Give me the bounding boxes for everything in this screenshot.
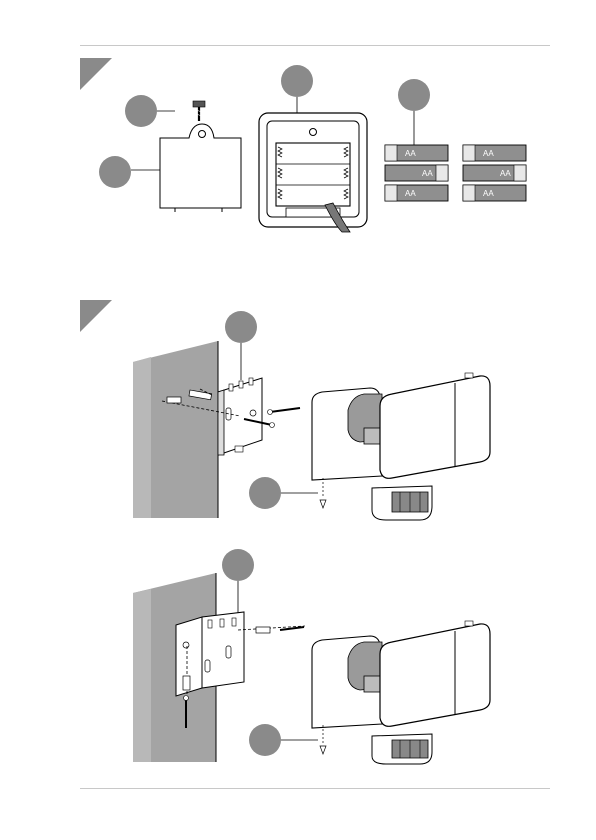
batteries: AA AA AA AA AA (385, 145, 526, 201)
battery-icon: AA (463, 145, 526, 161)
battery-mark: AA (483, 189, 494, 198)
battery-cover (160, 124, 241, 212)
figure-corner-marker (80, 58, 112, 90)
battery-mark: AA (500, 169, 511, 178)
callout-screw (125, 95, 175, 127)
figure-corner-marker (80, 300, 112, 332)
battery-mark: AA (483, 149, 494, 158)
callout-battery-cover (99, 156, 170, 188)
battery-compartment (259, 113, 367, 232)
mounting-bracket (218, 378, 262, 455)
callout-mounting-bracket (225, 311, 257, 380)
battery-icon: AA (385, 145, 448, 161)
battery-icon: AA (385, 165, 448, 181)
floodlight (312, 373, 490, 520)
battery-mark: AA (405, 149, 416, 158)
figure-battery-insertion: AA AA AA AA AA (80, 58, 526, 232)
battery-icon: AA (385, 185, 448, 201)
callout-batteries (398, 79, 430, 150)
battery-icon: AA (463, 185, 526, 201)
battery-mark: AA (422, 169, 433, 178)
screw-icon (193, 101, 205, 121)
wall (133, 341, 218, 518)
battery-mark: AA (405, 189, 416, 198)
callout-fixing-screw (249, 724, 326, 756)
figure-wall-mounting (80, 300, 490, 520)
callout-fixing-screw (249, 477, 326, 509)
callout-mounting-bracket (222, 549, 254, 615)
floodlight (312, 621, 490, 764)
battery-icon: AA (463, 165, 526, 181)
figure-corner-mounting (133, 549, 490, 764)
